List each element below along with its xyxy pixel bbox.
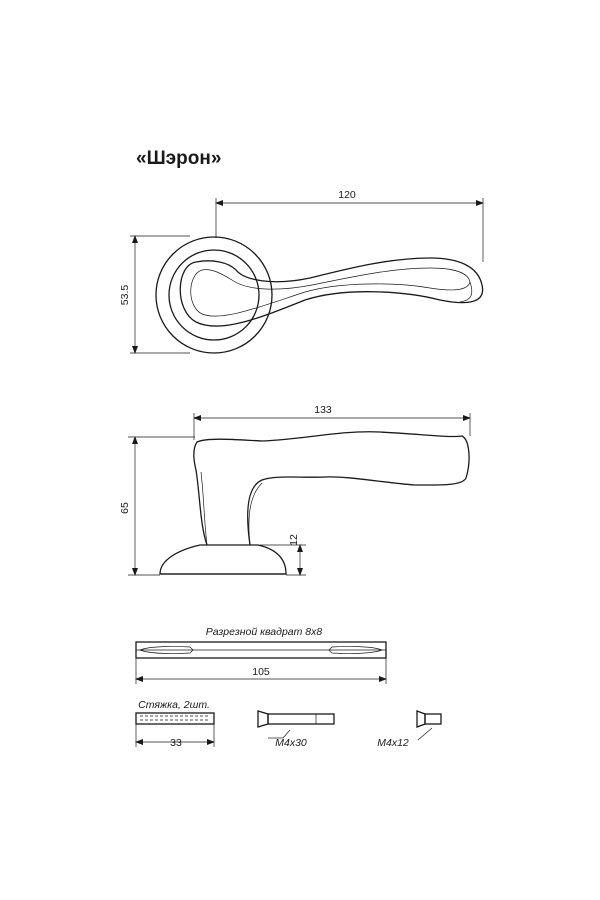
screw-long-head	[257, 710, 269, 728]
drawing-title: «Шэрон»	[136, 148, 222, 169]
screw-short-head	[416, 710, 426, 728]
screw-long-drawing: M4x30	[257, 710, 335, 749]
dimension-side-length: 133	[314, 404, 332, 416]
rosette-inner	[168, 249, 260, 341]
screw-short-drawing: M4x12	[377, 710, 442, 749]
dimension-side-height: 65	[119, 502, 131, 514]
screw-long-label: M4x30	[275, 737, 307, 749]
coupler-drawing: Стяжка, 2шт. 33	[135, 699, 215, 749]
handle-top-view: 120 53.5	[119, 189, 484, 354]
dimension-coupler-length: 33	[170, 737, 182, 749]
dimension-top-length: 120	[338, 189, 356, 201]
coupler-bar	[135, 712, 215, 725]
screw-short-label: M4x12	[377, 737, 409, 749]
handle-side-view: 133 65 12	[119, 404, 471, 576]
coupler-label: Стяжка, 2шт.	[138, 699, 210, 711]
spindle-slot-left	[139, 646, 194, 654]
rosette-side	[159, 544, 287, 575]
dimension-spindle-length: 105	[252, 666, 270, 678]
neck-right-edge	[248, 482, 263, 546]
dimension-top-height: 53.5	[119, 285, 131, 306]
lever-inner-top	[190, 267, 471, 317]
lever-outline-side	[193, 431, 470, 546]
screw-short-shank	[424, 713, 442, 725]
spindle-drawing: Разрезной квадрат 8x8 105	[135, 626, 387, 684]
spindle-slot-right	[328, 646, 383, 654]
spindle-label: Разрезной квадрат 8x8	[206, 626, 323, 638]
dimension-rosette-height: 12	[288, 534, 300, 546]
neck-left-edge	[200, 471, 208, 546]
lever-tip-edge	[459, 281, 473, 303]
screw-long-shank	[267, 713, 335, 725]
lever-outline-top	[179, 257, 484, 327]
rosette-outer	[155, 236, 273, 354]
